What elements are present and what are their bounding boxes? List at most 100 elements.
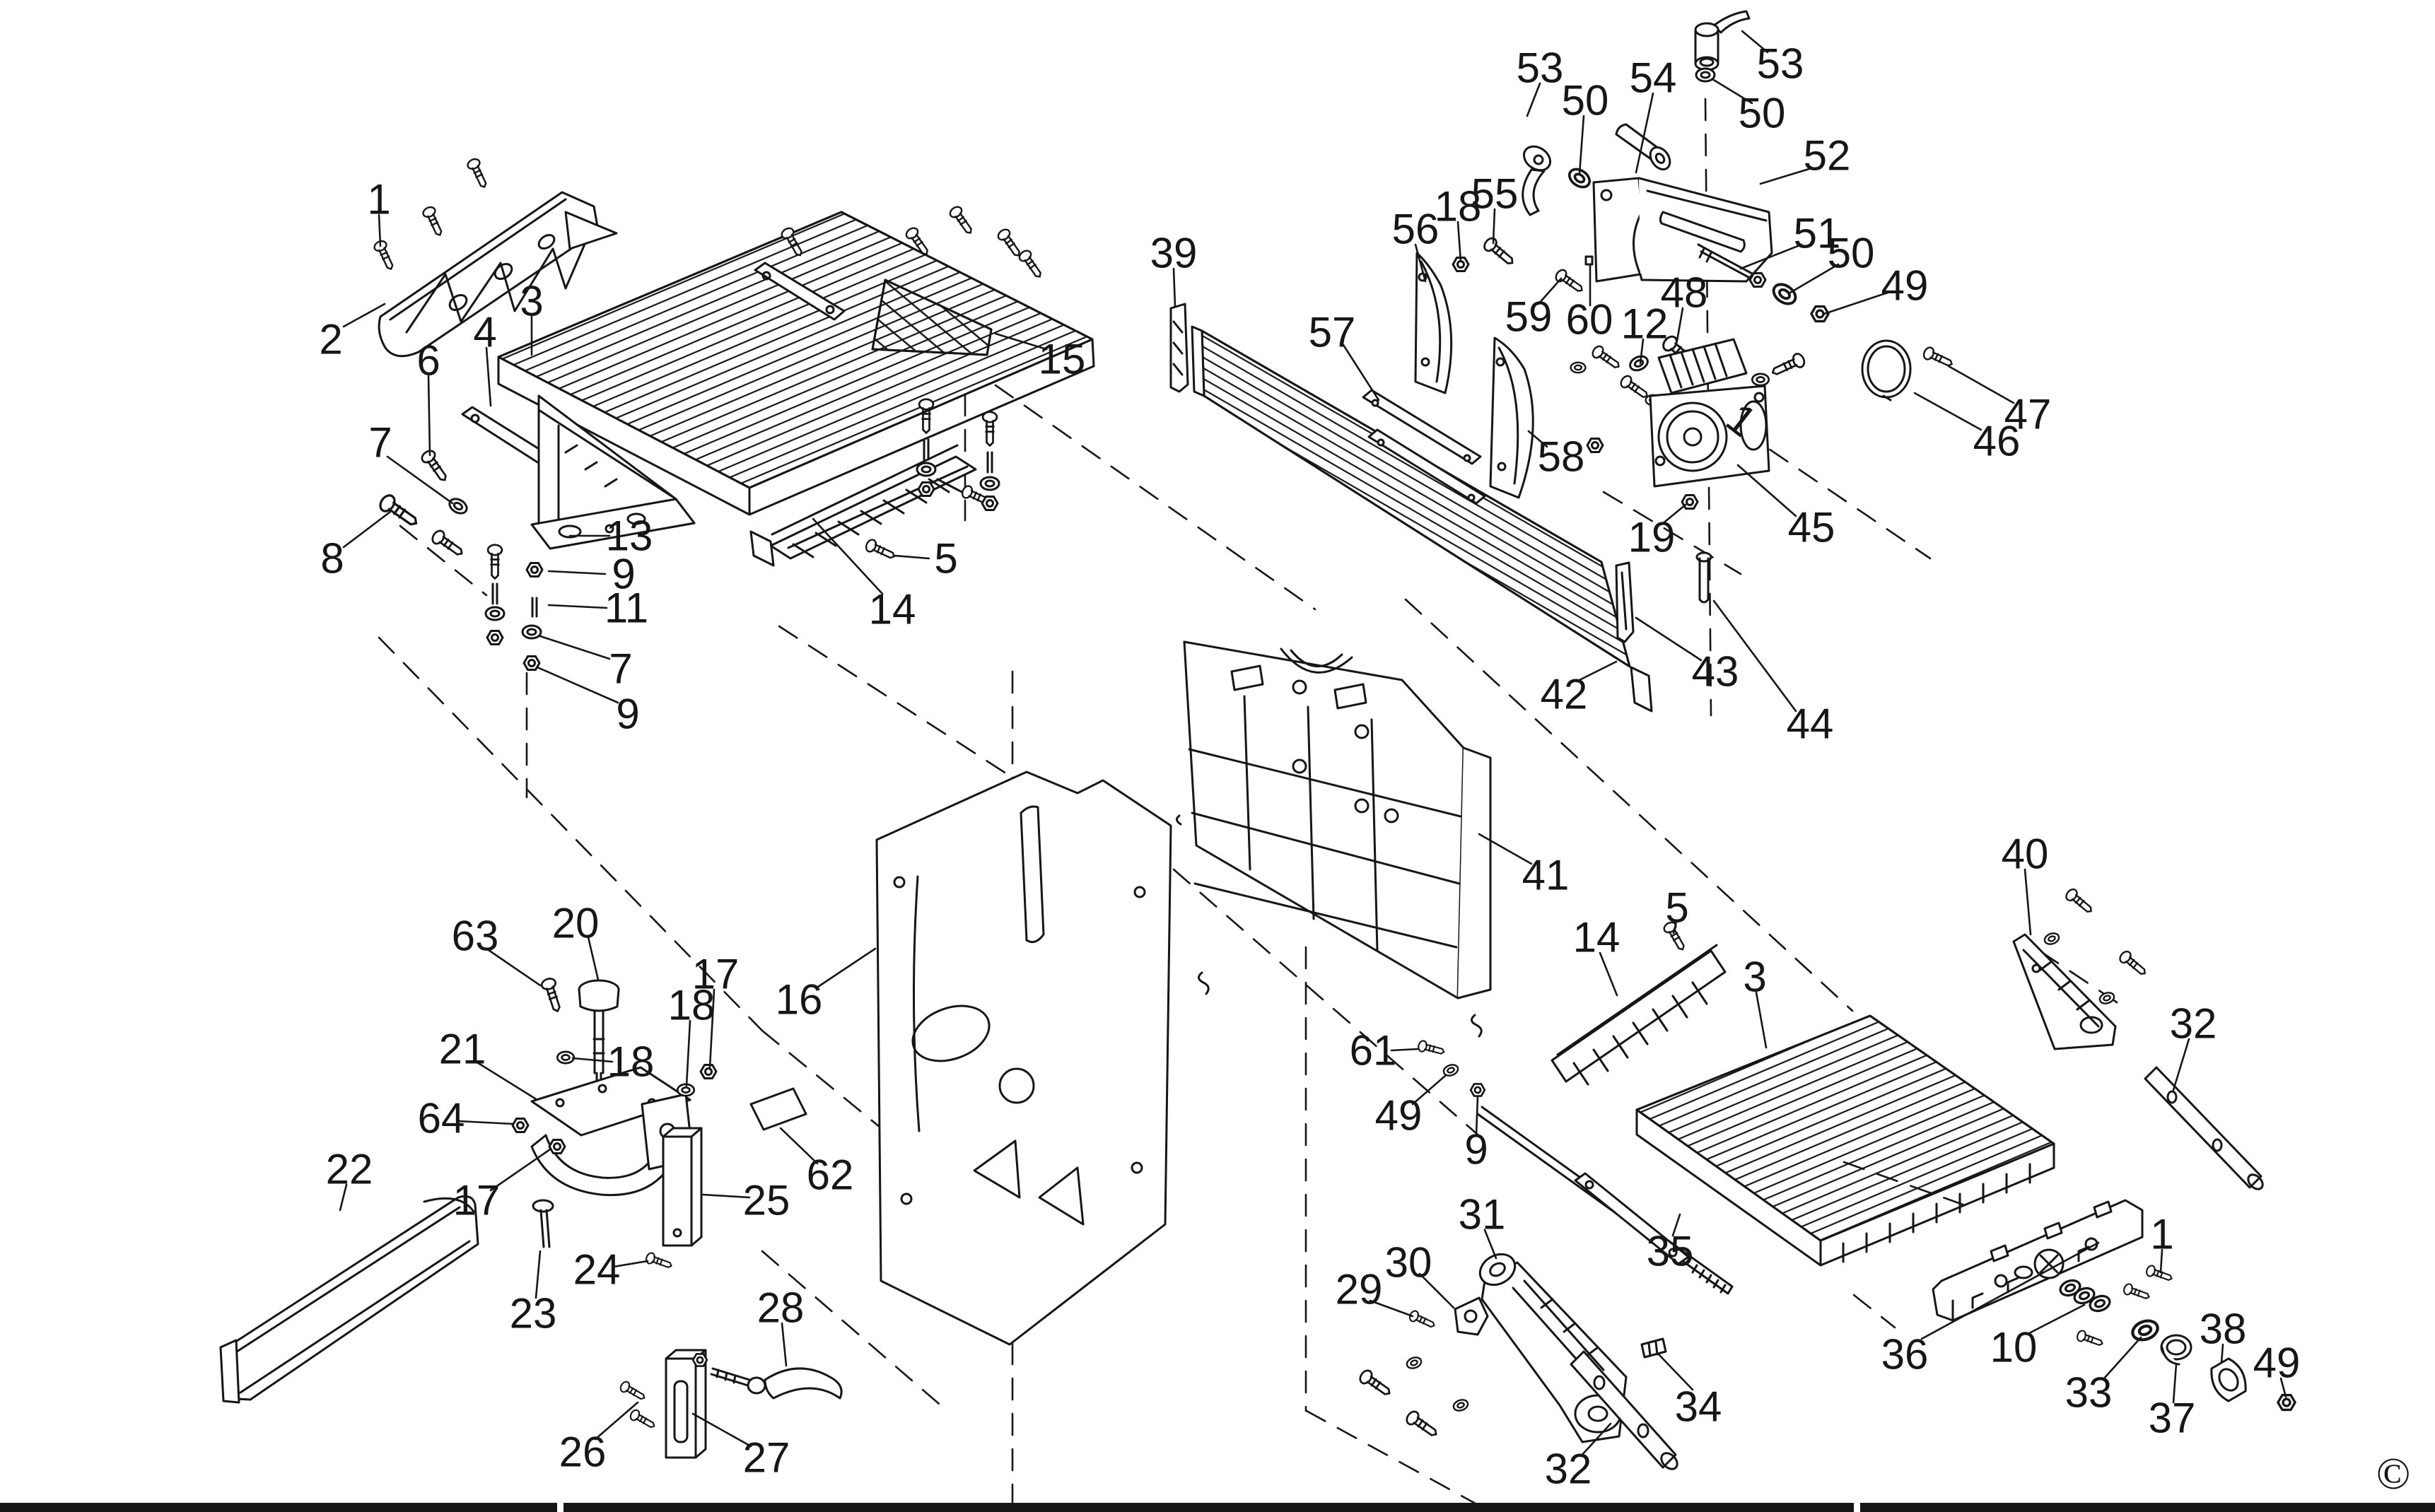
callout-label-53: 53 bbox=[1757, 40, 1804, 88]
leader-line-9 bbox=[547, 570, 607, 575]
callout-label-64: 64 bbox=[418, 1095, 465, 1142]
construction-line bbox=[761, 1250, 950, 1414]
leader-line-55 bbox=[1492, 208, 1496, 245]
callout-label-50: 50 bbox=[1828, 230, 1875, 277]
construction-line bbox=[1739, 428, 1932, 560]
part-table-right bbox=[1635, 1014, 2055, 1267]
leader-line-61 bbox=[1390, 1048, 1420, 1052]
leader-line-47 bbox=[1947, 365, 2015, 404]
leader-line-32 bbox=[1579, 1422, 1612, 1458]
callout-label-8: 8 bbox=[320, 535, 344, 582]
callout-label-41: 41 bbox=[1522, 852, 1570, 899]
callout-label-59: 59 bbox=[1505, 293, 1553, 341]
leader-line-50 bbox=[1711, 78, 1753, 105]
callout-label-49: 49 bbox=[1375, 1092, 1423, 1139]
leader-line-46 bbox=[1913, 392, 1983, 431]
part-roller-cap-37 bbox=[2160, 1334, 2192, 1366]
callout-label-16: 16 bbox=[776, 976, 823, 1024]
leader-line-17 bbox=[489, 1148, 551, 1192]
leader-line-8 bbox=[342, 510, 392, 549]
leader-line-4 bbox=[485, 346, 492, 407]
leader-line-9 bbox=[1475, 1096, 1479, 1137]
callout-label-1: 1 bbox=[2150, 1211, 2173, 1258]
callout-label-32: 32 bbox=[2170, 1000, 2217, 1048]
leader-line-62 bbox=[779, 1127, 819, 1165]
callout-leader-lines bbox=[339, 30, 2287, 1458]
callout-label-53: 53 bbox=[1517, 45, 1564, 92]
leader-line-16 bbox=[814, 947, 877, 990]
part-post-27 bbox=[665, 1349, 708, 1459]
part-link-strip bbox=[1574, 1172, 1690, 1265]
callout-label-42: 42 bbox=[1541, 671, 1588, 718]
construction-line bbox=[1305, 1410, 1483, 1508]
part-clamp-rail-36 bbox=[1932, 1199, 2144, 1322]
callout-label-9: 9 bbox=[616, 691, 639, 738]
callout-label-22: 22 bbox=[326, 1146, 373, 1193]
part-end-cap-38 bbox=[2210, 1357, 2247, 1402]
part-pivot-arm-31 bbox=[1478, 1253, 1628, 1443]
part-table-top-left bbox=[497, 211, 1095, 516]
callout-label-50: 50 bbox=[1562, 77, 1609, 124]
part-roller-54 bbox=[1615, 123, 1671, 171]
leader-line-57 bbox=[1342, 344, 1380, 402]
leader-line-27 bbox=[691, 1412, 752, 1448]
part-base-panel-16 bbox=[875, 770, 1172, 1346]
callout-label-17: 17 bbox=[692, 951, 740, 998]
footer-bar-segment bbox=[1860, 1503, 2435, 1512]
part-ring-46 bbox=[1861, 339, 1912, 402]
part-mounting-bar-right bbox=[754, 225, 846, 321]
leader-line-22 bbox=[339, 1183, 348, 1212]
leader-line-54 bbox=[1635, 92, 1654, 174]
leader-line-21 bbox=[472, 1059, 539, 1101]
callout-label-3: 3 bbox=[1743, 954, 1766, 1001]
copyright-symbol: © bbox=[2376, 1448, 2411, 1499]
leader-line-20 bbox=[587, 936, 600, 981]
leader-line-59 bbox=[1537, 277, 1563, 305]
part-guard-plate-15 bbox=[871, 204, 1046, 511]
callout-label-60: 60 bbox=[1566, 296, 1613, 344]
leader-line-44 bbox=[1712, 599, 1797, 713]
leader-line-11 bbox=[547, 604, 608, 609]
leader-line-7 bbox=[386, 455, 454, 505]
callout-label-12: 12 bbox=[1621, 300, 1669, 348]
callout-label-7: 7 bbox=[609, 645, 632, 693]
leader-line-58 bbox=[1527, 430, 1548, 448]
screws-26 bbox=[618, 1379, 658, 1432]
callout-label-26: 26 bbox=[559, 1429, 607, 1476]
leader-line-31 bbox=[1483, 1229, 1497, 1260]
leader-line-37 bbox=[2172, 1363, 2178, 1404]
leader-line-32 bbox=[2172, 1038, 2190, 1091]
callout-label-4: 4 bbox=[473, 309, 496, 356]
fasteners-top-right bbox=[1452, 67, 1830, 406]
leader-line-18 bbox=[1456, 221, 1462, 263]
leader-line-48 bbox=[1676, 307, 1684, 342]
leader-line-6 bbox=[427, 375, 431, 457]
fasteners-left-cluster bbox=[376, 447, 544, 671]
part-wing-plate-56 bbox=[1414, 252, 1453, 394]
callout-label-5: 5 bbox=[1665, 884, 1688, 932]
callout-label-21: 21 bbox=[439, 1026, 486, 1073]
callout-label-3: 3 bbox=[520, 278, 543, 325]
leader-line-49 bbox=[1823, 291, 1889, 315]
leader-line-18 bbox=[685, 1019, 691, 1087]
leader-line-45 bbox=[1736, 464, 1797, 517]
callout-label-45: 45 bbox=[1788, 504, 1835, 551]
leader-line-17 bbox=[708, 988, 716, 1069]
callout-label-30: 30 bbox=[1385, 1239, 1432, 1287]
part-back-panel-41 bbox=[1176, 640, 1492, 1038]
callout-label-28: 28 bbox=[757, 1284, 805, 1332]
leader-line-14 bbox=[1599, 951, 1618, 997]
leader-line-1 bbox=[378, 213, 382, 247]
leader-line-56 bbox=[1414, 243, 1427, 283]
footer-border bbox=[0, 1503, 2435, 1512]
part-pivot-rod-32-bottom bbox=[1570, 1350, 1678, 1470]
callout-label-50: 50 bbox=[1739, 90, 1786, 137]
part-blade-43 bbox=[1615, 561, 1635, 643]
leader-line-50 bbox=[1578, 115, 1585, 175]
callout-label-44: 44 bbox=[1787, 701, 1834, 748]
callout-label-39: 39 bbox=[1150, 230, 1198, 277]
washers-10 bbox=[2057, 1277, 2113, 1315]
callout-label-52: 52 bbox=[1804, 132, 1851, 180]
